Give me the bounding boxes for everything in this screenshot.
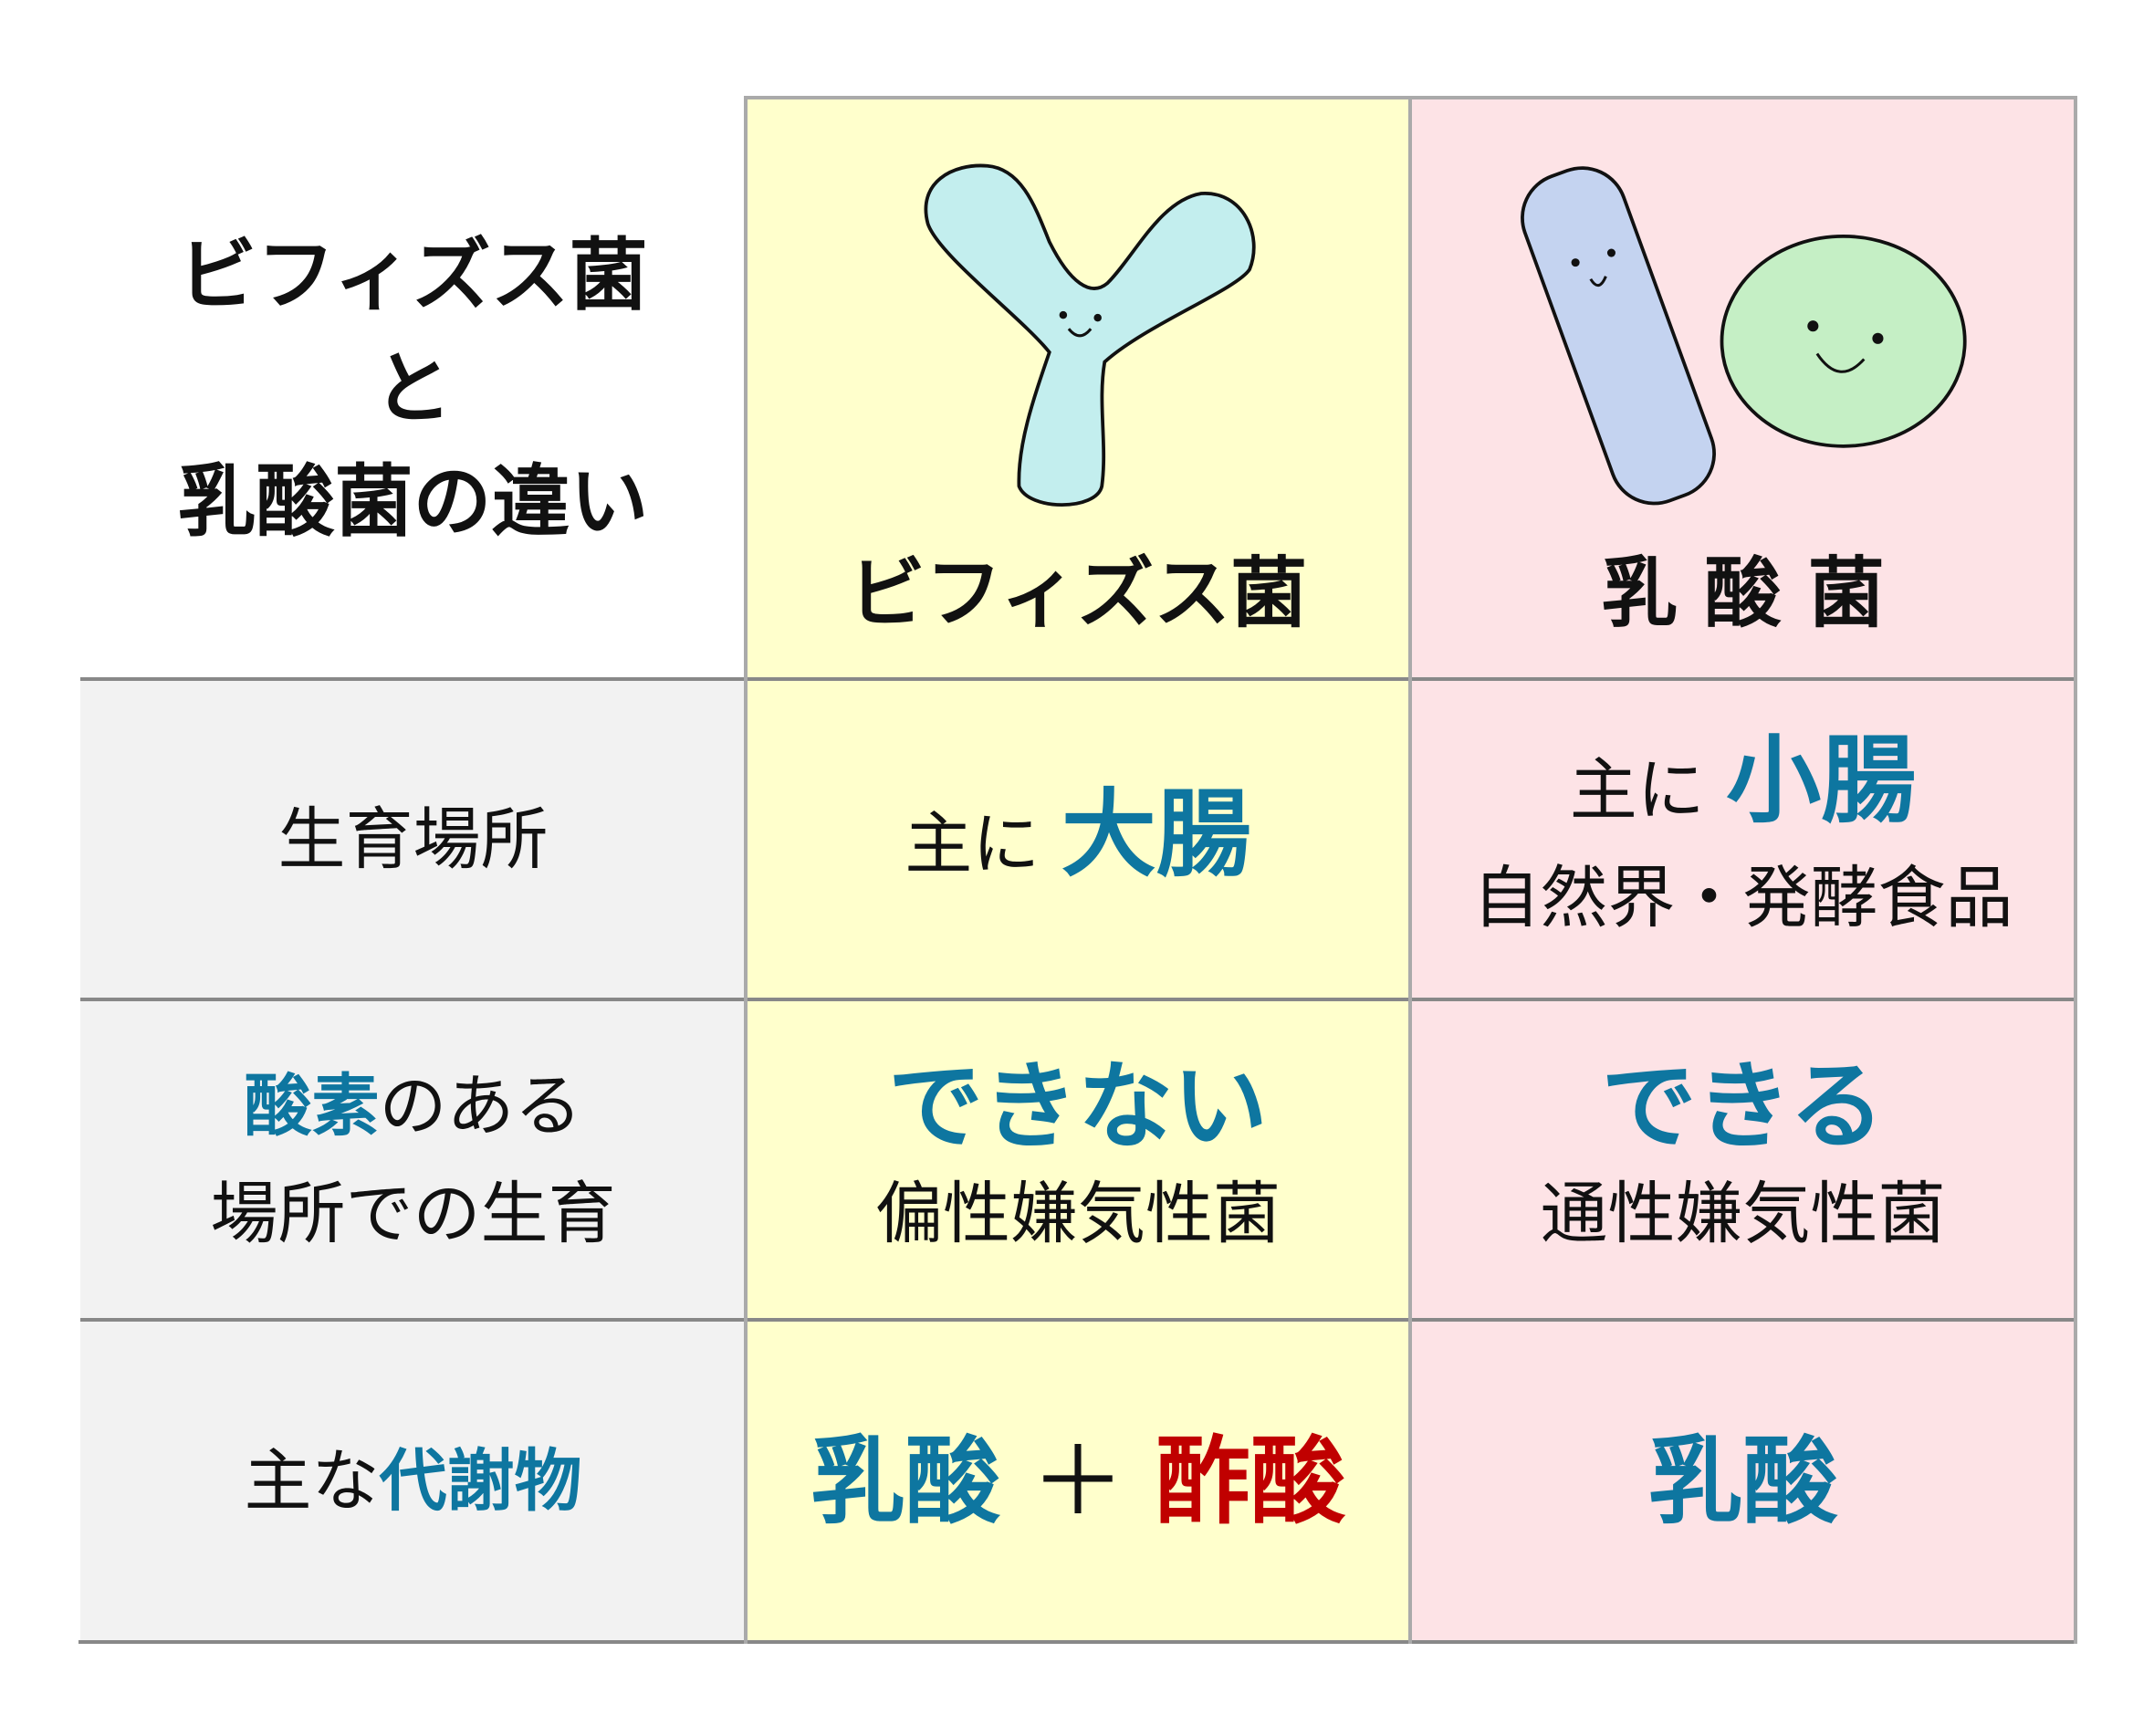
- bifido-habitat: 主に 大腸: [746, 679, 1410, 999]
- metabolite-acetic: 酢酸: [1155, 1425, 1346, 1537]
- grid-line: [1408, 96, 1412, 1644]
- prefix: 主に: [904, 805, 1061, 884]
- title-line: と: [373, 342, 453, 434]
- title-cell: ビフィズス菌 と 乳酸菌の違い: [80, 98, 746, 679]
- habitat-sub: 自然界・発酵食品: [1472, 859, 2013, 937]
- grid-line: [78, 1640, 2077, 1644]
- header-lacto: 乳 酸 菌: [1410, 98, 2076, 679]
- habitat-value: 小腸: [1726, 725, 1917, 836]
- metabolite-lactic: 乳酸: [1647, 1425, 1838, 1537]
- row-label-habitat: 生育場所: [80, 679, 746, 999]
- title-line: 乳酸菌の違い: [177, 455, 649, 548]
- lacto-oxygen: できる 通性嫌気性菌: [1410, 999, 2076, 1320]
- grid-line: [744, 96, 748, 1644]
- metabolite-lactic: 乳酸: [810, 1425, 1000, 1537]
- grid-line: [2074, 96, 2077, 1644]
- habitat-value: 大腸: [1061, 779, 1251, 890]
- lacto-habitat: 主に 小腸 自然界・発酵食品: [1410, 679, 2076, 999]
- grid-line: [80, 998, 2077, 1001]
- label-text: 主な: [244, 1441, 380, 1521]
- title-line: ビフィズス菌: [178, 229, 648, 321]
- oxygen-value: できない: [887, 1050, 1268, 1162]
- oxygen-value: できる: [1601, 1050, 1885, 1162]
- row-label-oxygen: 酸素のある 場所での生育: [80, 999, 746, 1320]
- label-highlight: 酸素: [244, 1066, 380, 1145]
- oxygen-sub: 偏性嫌気性菌: [875, 1174, 1281, 1253]
- column-header-lacto: 乳 酸 菌: [1601, 549, 1885, 638]
- header-bifido: ビフィズス菌: [746, 98, 1410, 679]
- prefix: 主に: [1569, 751, 1727, 830]
- grid-line: [80, 677, 2077, 681]
- bifido-metabolite: 乳酸 ＋ 酢酸: [746, 1320, 1410, 1642]
- row-label-metabolite: 主な代謝物: [80, 1320, 746, 1642]
- plus: ＋: [1030, 1425, 1125, 1537]
- label-text: 場所での生育: [210, 1174, 616, 1253]
- column-header-bifido: ビフィズス菌: [848, 549, 1308, 638]
- lacto-metabolite: 乳酸: [1410, 1320, 2076, 1642]
- label-text: のある: [379, 1066, 582, 1145]
- oxygen-sub: 通性嫌気性菌: [1540, 1174, 1946, 1253]
- label-text: 生育場所: [277, 800, 549, 879]
- label-highlight: 代謝物: [379, 1441, 582, 1521]
- grid-line: [80, 1318, 2077, 1322]
- bifido-oxygen: できない 偏性嫌気性菌: [746, 999, 1410, 1320]
